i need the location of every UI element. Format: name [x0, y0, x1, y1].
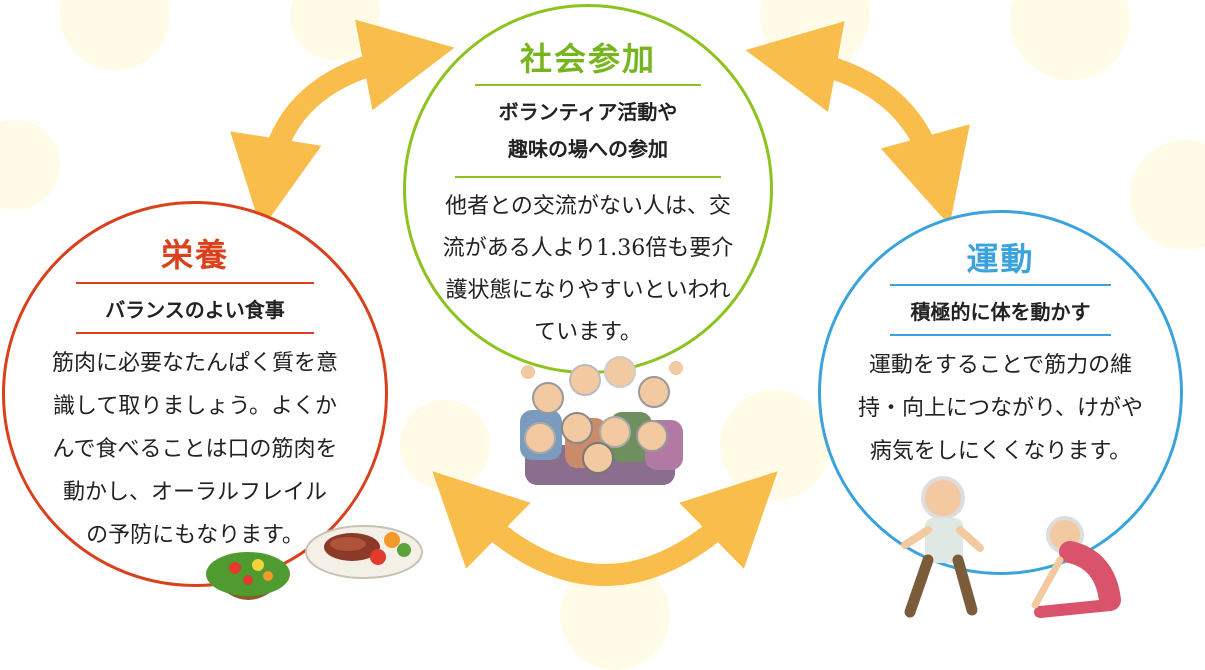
arrows-layer: [230, 19, 970, 586]
nutrition-divider: [76, 332, 314, 334]
social-divider: [455, 176, 721, 178]
social-body-line: ています。: [534, 320, 642, 345]
social-circle: [403, 4, 773, 374]
social-body: 他者との交流がない人は、交 流がある人より1.36倍も要介 護状態になりやすいと…: [432, 186, 744, 354]
social-body-line: 流がある人より1.36倍も要介: [442, 236, 734, 261]
double-arrow-nutrition-social: [230, 19, 455, 230]
social-title: 社会参加: [519, 40, 656, 78]
nutrition-body-line: 識して取りましょう。よくか: [52, 394, 338, 419]
nutrition-body: 筋肉に必要なたんぱく質を意 識して取りましょう。よくか んで食べることは口の筋肉…: [28, 342, 362, 557]
exercise-divider: [890, 334, 1111, 336]
social-body-line: 護状態になりやすいといわれ: [445, 278, 731, 303]
social-subtitle-line: 趣味の場への参加: [508, 137, 668, 161]
nutrition-body-line: 動かし、オーラルフレイル: [62, 480, 327, 505]
social-subtitle-line: ボランティア活動や: [498, 100, 678, 124]
exercise-body-line: 病気をしにくくなります。: [869, 439, 1132, 464]
exercise-subtitle: 積極的に体を動かす: [910, 300, 1091, 324]
exercise-body-line: 運動をすることで筋力の維: [868, 353, 1133, 378]
nutrition-body-line: んで食べることは口の筋肉を: [52, 437, 338, 462]
nutrition-divider: [76, 282, 314, 284]
nutrition-body-line: の予防にもなります。: [86, 523, 304, 548]
exercise-body-line: 持・向上につながり、けがや: [857, 396, 1144, 421]
double-arrow-nutrition-exercise: [432, 471, 778, 586]
nutrition-title: 栄養: [160, 236, 229, 274]
exercise-title: 運動: [966, 240, 1035, 278]
nutrition-circle: [2, 201, 388, 587]
social-body-line: 他者との交流がない人は、交: [445, 194, 731, 219]
social-divider: [475, 84, 701, 86]
exercise-divider: [890, 284, 1111, 286]
nutrition-subtitle: バランスのよい食事: [105, 298, 285, 322]
exercise-body: 運動をすることで筋力の維 持・向上につながり、けがや 病気をしにくくなります。: [838, 344, 1163, 473]
nutrition-body-line: 筋肉に必要なたんぱく質を意: [51, 351, 338, 376]
social-subtitle: ボランティア活動や 趣味の場への参加: [403, 94, 773, 168]
double-arrow-social-exercise: [745, 21, 970, 226]
exercise-circle: [818, 210, 1183, 575]
